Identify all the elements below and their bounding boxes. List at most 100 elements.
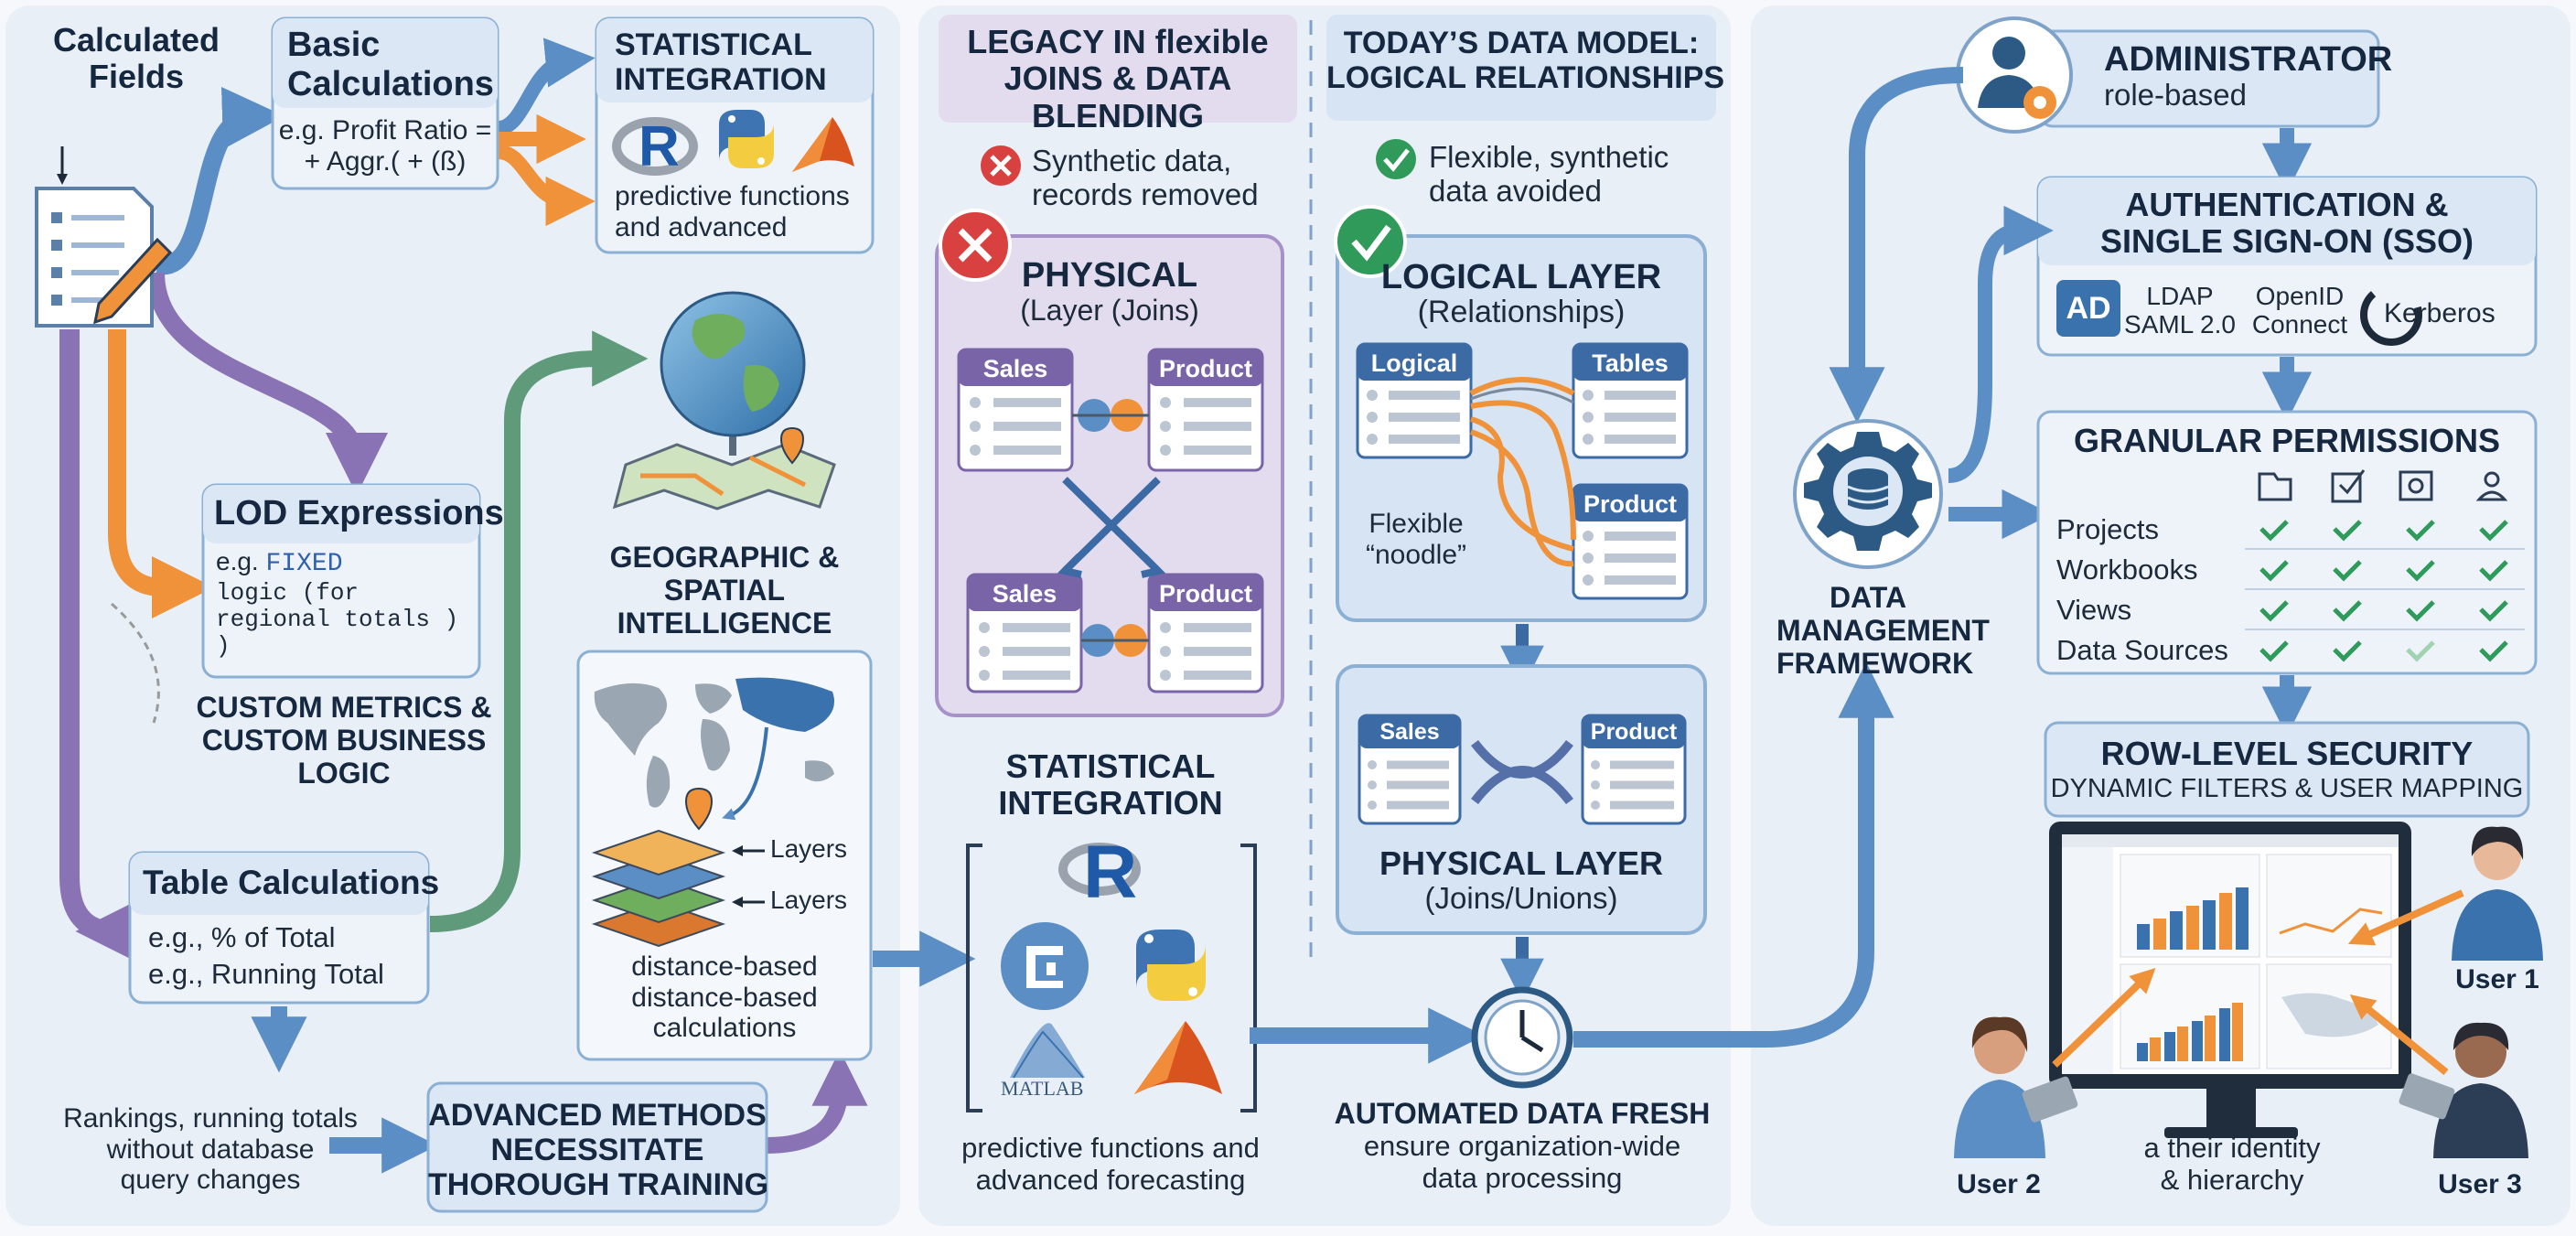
check-icon-large [1334,205,1407,278]
automated-refresh-title: AUTOMATED DATA FRESH [1334,1097,1711,1130]
table-calc-ex2: e.g., Running Total [148,958,384,990]
ad-logo-text: AD [2066,291,2111,326]
layers-label-2: Layers [770,886,848,914]
admin-title: ADMINISTRATOR [2104,40,2393,79]
clock-to-framework-arrow [1573,661,1894,1048]
custom-metrics-label: CUSTOM METRICS & CUSTOM BUSINESS LOGIC [196,691,492,790]
stat-top-title: STATISTICAL INTEGRATION [615,27,827,98]
cross-join-arrows [1062,477,1161,574]
r-logo-top [612,117,698,176]
rls-subtitle: DYNAMIC FILTERS & USER MAPPING [2050,774,2524,803]
stat-bottom-caption: predictive functions and advanced foreca… [961,1132,1260,1196]
ldap-saml-label: LDAP SAML 2.0 [2124,282,2236,339]
legacy-table-sales: Sales [982,355,1048,382]
matlab-membrane-logo [1134,1021,1222,1094]
world-map-icon [594,677,834,808]
stat-bottom-title: STATISTICAL INTEGRATION [998,747,1223,822]
legacy-header: LEGACY IN flexible JOINS & DATA BLENDING [967,23,1269,134]
matlab-wordmark: MATLAB [1001,1077,1084,1100]
user3-label: User 3 [2438,1169,2522,1199]
automated-refresh-caption: ensure organization-wide data processing [1363,1130,1681,1194]
lod-arrow [146,272,388,495]
user3-arrow [2349,994,2449,1076]
layer-stack-icon [591,787,726,948]
noodle-label: Flexible “noodle” [1365,509,1467,570]
framework-label: DATA MANAGEMENT FRAMEWORK [1776,581,1990,680]
perm-row-data-sources: Data Sources [2056,634,2228,666]
geo-box [576,650,873,1061]
physical-table-product: Product [1590,719,1678,745]
admin-subtitle: role-based [2104,78,2247,112]
legacy-header-bg [939,15,1297,123]
matlab-logo-bottom [1010,1023,1085,1079]
geo-arrow [429,330,649,932]
logical-table-tables: Tables [1592,349,1669,377]
perm-row-views: Views [2056,594,2132,626]
ad-logo [2056,280,2120,337]
user1-arrow [2347,889,2464,946]
admin-to-framework-arrow [1829,67,1964,424]
document-icon [35,187,173,328]
view-icon [2399,470,2433,501]
user2-avatar [1954,1016,2078,1158]
advanced-up-arrow [766,1049,868,1154]
today-header: TODAY’S DATA MODEL: LOGICAL RELATIONSHIP… [1326,26,1725,96]
legacy-physical-title: PHYSICAL [1021,256,1198,295]
advanced-box [426,1081,768,1213]
admin-avatar-icon [1956,16,2073,134]
swap-arrows-icon [1471,739,1573,805]
stat-arrow-3 [497,145,596,227]
folded-map-icon [612,426,836,511]
user1-label: User 1 [2455,964,2539,994]
user3-avatar [2399,1022,2528,1158]
basic-calc-title: Basic Calculations [287,26,494,103]
logical-tables [1356,342,1689,600]
user1-avatar [2452,826,2543,961]
table-calc-title: Table Calculations [143,864,440,901]
legacy-table-product: Product [1158,355,1252,382]
today-header-bg [1326,15,1716,121]
user2-arrow [2052,968,2156,1068]
gear-database-icon [1793,419,1943,569]
openid-label: OpenID Connect [2251,282,2348,339]
calc-fields-title: Calculated Fields [52,21,220,96]
stan-logo [1001,922,1089,1010]
user2-label: User 2 [1957,1169,2041,1199]
legacy-tables [957,348,1264,693]
today-note: Flexible, synthetic data avoided [1429,140,1669,208]
stat-arrow-1 [497,38,596,135]
check-icon-small [1376,139,1416,179]
globe-icon [660,291,806,456]
join-venn-icon-top [1072,399,1149,432]
stat-top-caption: predictive functions and advanced [615,181,850,242]
rls-title: ROW-LEVEL SECURITY [2100,735,2474,772]
permission-checkmarks [2259,520,2508,662]
legacy-table-sales-2: Sales [992,580,1057,607]
permissions-box [2036,410,2538,675]
geo-title: GEOGRAPHIC & SPATIAL INTELLIGENCE [609,541,840,639]
lod-keyword: FIXED [265,550,343,578]
x-icon-large [939,209,1012,282]
stat-bracket [966,844,1257,1112]
clock-icon [1471,986,1573,1089]
layers-label-1: Layers [770,834,848,863]
sso-title: AUTHENTICATION & SINGLE SIGN-ON (SSO) [2099,186,2474,261]
rls-box [2044,721,2530,818]
r-logo-top-letter: R [639,115,680,178]
logical-table-product: Product [1583,490,1677,518]
map-drill-arrow [722,726,768,821]
lod-prefix: e.g. [216,547,266,575]
lod-example: e.g. FIXED [216,547,343,578]
kerberos-logo [2360,284,2422,346]
workbook-icon [2331,469,2366,503]
custom-dashed-curve [111,602,160,724]
identity-caption: a their identity & hierarchy [2143,1132,2321,1196]
framework-to-sso-arrow [1948,205,2054,483]
matlab-logo-top [792,117,854,172]
lod-title: LOD Expressions [214,494,504,532]
logical-table-logical: Logical [1370,349,1458,377]
join-venn-icon-bottom [1081,624,1149,657]
permissions-title: GRANULAR PERMISSIONS [2073,422,2501,459]
python-logo-bottom [1136,930,1206,1001]
